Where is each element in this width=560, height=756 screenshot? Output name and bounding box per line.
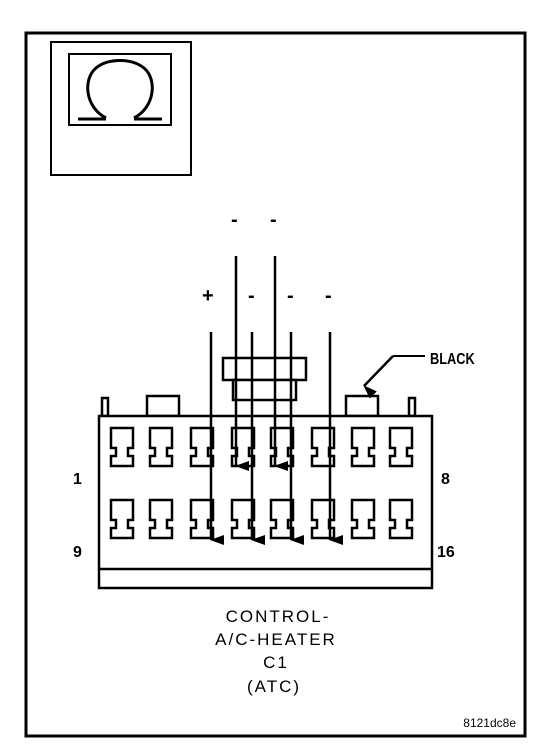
lower-sign-3: -: [287, 285, 294, 307]
caption-line-3: C1: [263, 653, 289, 672]
terminal-cavity-16: [388, 498, 414, 540]
pin-label-16: 16: [437, 544, 455, 561]
lower-sign-1: +: [202, 285, 214, 307]
lower-sign-4: -: [325, 285, 332, 307]
pin-label-8: 8: [441, 471, 450, 488]
pin-label-9: 9: [73, 544, 82, 561]
terminal-cavity-11: [189, 498, 215, 540]
connector-latch: [221, 356, 308, 402]
connector-body: [97, 394, 434, 590]
wires: [209, 256, 343, 545]
caption-line-2: A/C-HEATER: [215, 630, 337, 649]
upper-sign-1: -: [231, 209, 238, 231]
connector-color-label: BLACK: [430, 351, 475, 369]
pin-label-1: 1: [73, 471, 82, 488]
ohm-icon: [50, 41, 192, 176]
upper-sign-2: -: [270, 209, 277, 231]
terminal-cavity-2: [148, 426, 174, 468]
terminal-cavity-12: [230, 498, 256, 540]
terminal-cavity-13: [269, 498, 295, 540]
terminal-cavity-7: [350, 426, 376, 468]
terminal-cavity-9: [109, 498, 135, 540]
terminal-cavity-15: [350, 498, 376, 540]
outer-frame: [24, 31, 527, 738]
figure-id: 8121dc8e: [463, 716, 516, 730]
terminal-cavity-3: [189, 426, 215, 468]
terminal-cavity-8: [388, 426, 414, 468]
terminal-cavity-1: [109, 426, 135, 468]
caption-line-4: (ATC): [247, 677, 301, 696]
color-callout: [363, 355, 425, 399]
caption-line-1: CONTROL-: [226, 607, 331, 626]
lower-sign-2: -: [248, 285, 255, 307]
terminal-cavity-10: [148, 498, 174, 540]
